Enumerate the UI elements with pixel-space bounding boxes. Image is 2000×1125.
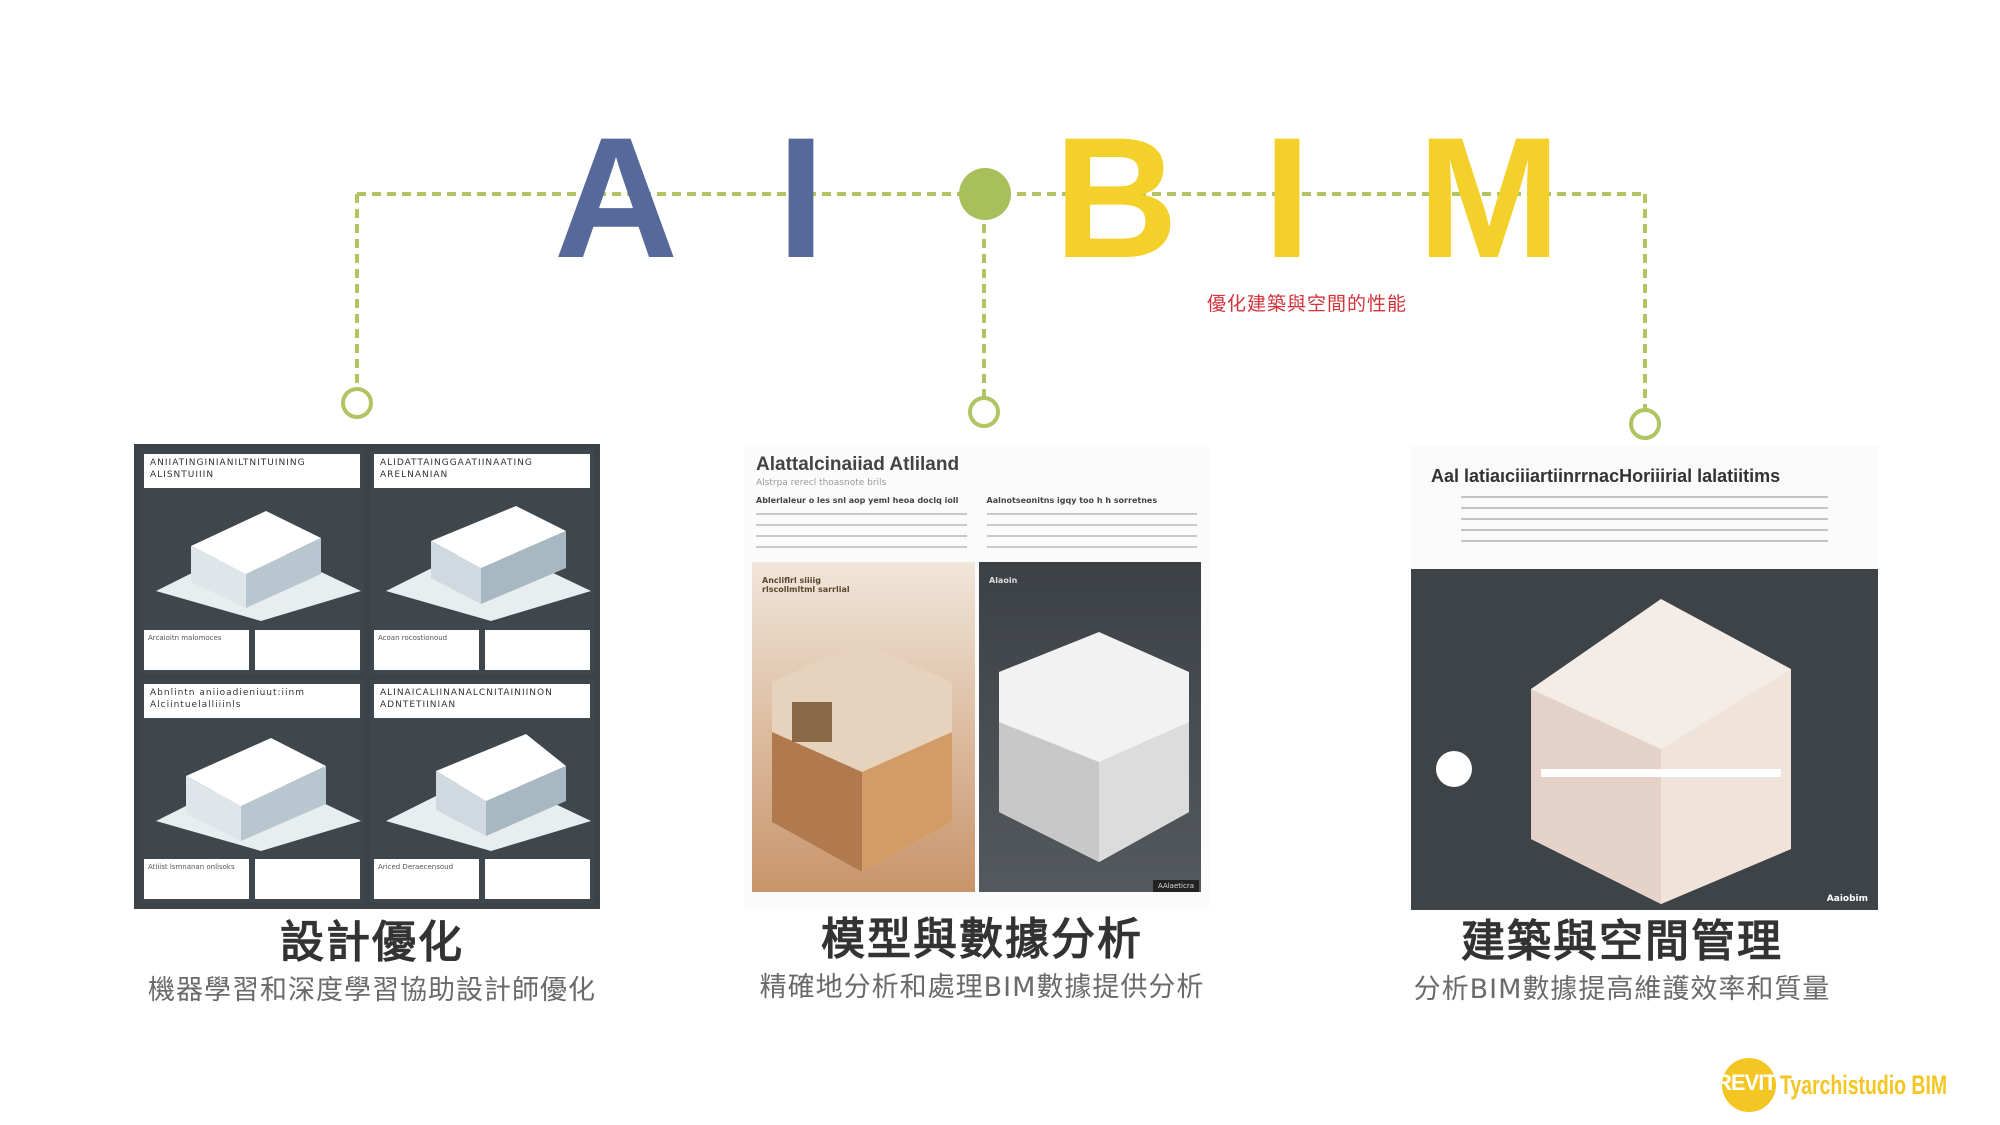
- quadrant-footer: Atliist lsmnanan onlisoks: [144, 859, 249, 899]
- section-subtitle: 機器學習和深度學習協助設計師優化: [148, 975, 596, 1006]
- title-letter-m: M: [1417, 102, 1561, 294]
- title-subtitle: 優化建築與空間的性能: [1207, 293, 1408, 315]
- image-subheading: Alstrpa rerecl thoasnote brils: [756, 478, 887, 488]
- warm-room-render: Ancliflrl siiiig rlscollmltml sarrlial: [752, 562, 975, 892]
- section-caption-space: 建築與空間管理 分析BIM數據提高維護效率和質量: [1414, 914, 1831, 1010]
- quadrant-footer: Arcaioitn malomoces: [144, 629, 249, 670]
- section-title: 模型與數據分析: [821, 914, 1143, 965]
- quadrant-header: ALINAICALIINANALCNITAINIINON ADNTETIINIA…: [374, 683, 590, 718]
- quadrant-header: Abnlintn aniioadieniuut:iinm Alciintuela…: [144, 683, 360, 718]
- model-data-analysis-image: Alattalcinaiiad Atliland Alstrpa rerecl …: [744, 444, 1209, 909]
- middle-node-icon: [968, 396, 1000, 428]
- section-subtitle: 精確地分析和處理BIM數據提供分析: [759, 972, 1205, 1003]
- center-dot-icon: [959, 168, 1011, 220]
- right-node-icon: [1629, 408, 1661, 440]
- logo-text: Tyarchistudio BIM: [1780, 1070, 1948, 1100]
- quadrant-footer: Acoan rocostionoud: [374, 629, 479, 670]
- render-label: Alaoin: [989, 576, 1018, 585]
- title-letter-i: I: [777, 102, 825, 294]
- section-title: 建築與空間管理: [1461, 916, 1783, 967]
- render-label: Ancliflrl siiiig rlscollmltml sarrlial: [762, 576, 850, 594]
- title-letter-b: B: [1053, 102, 1179, 294]
- render-badge: AAlaeticra: [1152, 880, 1199, 892]
- left-node-icon: [341, 387, 373, 419]
- image-quadrant: ALIDATTAINGGAATIINAATING ARELNANIAN Acoa…: [370, 450, 594, 674]
- gray-room-render: Alaoin AAlaeticra: [979, 562, 1201, 892]
- title-letter-i2: I: [1263, 102, 1311, 294]
- image-column-heading: Ablerlaleur o les snl aop yeml heoa docl…: [756, 496, 959, 505]
- building-illustration: [156, 737, 361, 851]
- section-subtitle: 分析BIM數據提高維護效率和質量: [1413, 974, 1831, 1005]
- building-illustration: [386, 506, 591, 621]
- building-illustration: [386, 733, 591, 851]
- section-title: 設計優化: [280, 917, 464, 968]
- image-heading: Alattalcinaiiad Atliland: [756, 454, 960, 475]
- quadrant-header: ANIIATINGINIANILTNITUINING ALISNTUIIIN: [144, 454, 360, 488]
- building-illustration: [156, 511, 361, 621]
- interior-render: Aaiobim: [1411, 569, 1878, 910]
- quadrant-header: ALIDATTAINGGAATIINAATING ARELNANIAN: [374, 454, 590, 488]
- image-quadrant: ALINAICALIINANALCNITAINIINON ADNTETIINIA…: [370, 679, 594, 903]
- brand-logo: REVIT Tyarchistudio BIM: [1716, 1058, 1976, 1116]
- image-column-heading: Aalnotseonitns igqy too h h sorretnes: [986, 496, 1158, 505]
- design-optimization-image: ANIIATINGINIANILTNITUINING ALISNTUIIIN A…: [134, 444, 600, 909]
- section-caption-design: 設計優化 機器學習和深度學習協助設計師優化: [148, 915, 596, 1011]
- section-caption-model: 模型與數據分析 精確地分析和處理BIM數據提供分析: [760, 912, 1205, 1008]
- render-badge: Aaiobim: [1826, 894, 1868, 904]
- quadrant-footer: Ariced Deraecensoud: [374, 859, 479, 899]
- building-space-management-image: Aal latiaıciiiartiinrrnacHoriiirial lala…: [1411, 446, 1878, 910]
- logo-badge: REVIT: [1716, 1070, 1777, 1095]
- title-letter-a: A: [553, 102, 679, 294]
- image-quadrant: Abnlintn aniioadieniuut:iinm Alciintuela…: [140, 679, 364, 903]
- image-quadrant: ANIIATINGINIANILTNITUINING ALISNTUIIIN A…: [140, 450, 364, 674]
- image-heading: Aal latiaıciiiartiinrrnacHoriiirial lala…: [1431, 466, 1781, 486]
